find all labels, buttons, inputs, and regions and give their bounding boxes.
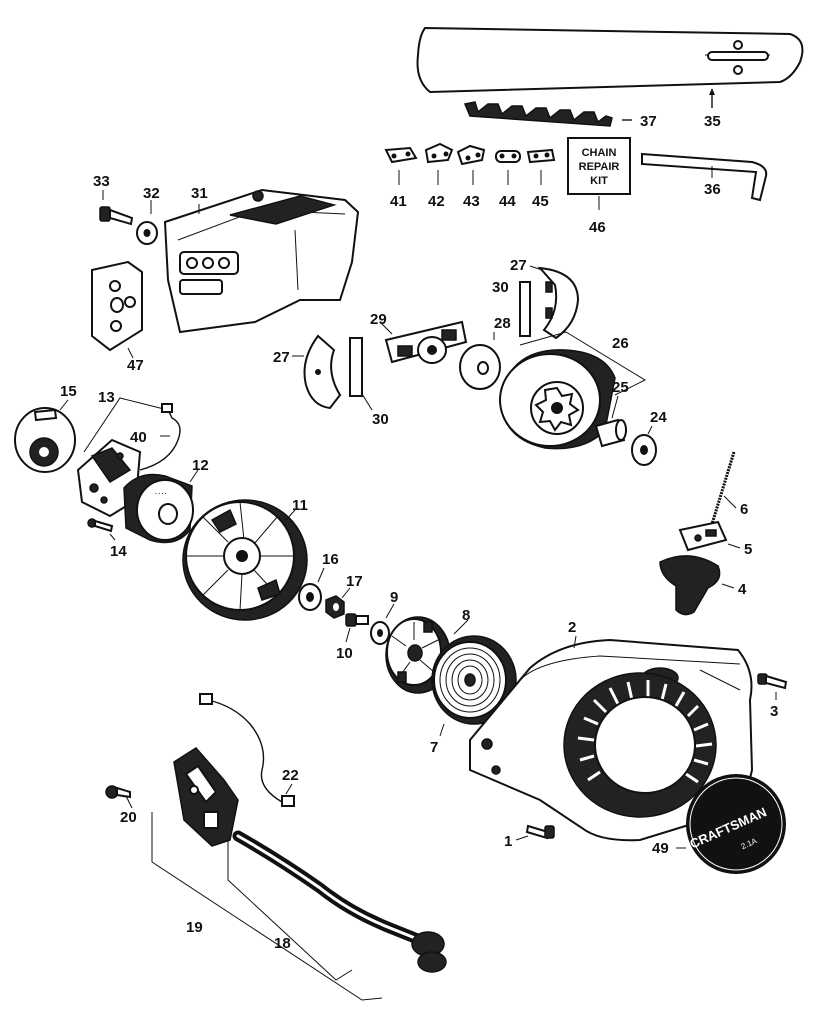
callout-16: 16 — [322, 551, 339, 568]
breaker-plate — [14, 407, 76, 473]
starter-housing — [469, 638, 754, 842]
switch-assembly — [173, 747, 239, 847]
chain-link-44 — [495, 150, 521, 163]
fuel-line — [232, 830, 447, 973]
kit-line-2: REPAIR — [579, 161, 620, 173]
callout-6: 6 — [740, 501, 748, 518]
callout-15: 15 — [60, 383, 77, 400]
callout-44: 44 — [499, 193, 516, 210]
nut-17 — [325, 595, 345, 619]
starter-handle — [659, 555, 721, 616]
callout-17: 17 — [346, 573, 363, 590]
clutch-spring-right — [519, 281, 531, 337]
washer-16 — [298, 583, 322, 611]
craftsman-badge: CRAFTSMAN 2.1A — [686, 774, 786, 874]
ignition-coil: . . . . — [123, 473, 194, 544]
callout-42: 42 — [428, 193, 445, 210]
kit-line-3: KIT — [590, 175, 608, 187]
side-cover — [163, 188, 360, 334]
screw-1 — [525, 824, 555, 840]
callout-26: 26 — [612, 335, 629, 352]
starter-stud — [345, 613, 369, 627]
callout-10: 10 — [336, 645, 353, 662]
callout-43: 43 — [463, 193, 480, 210]
callout-24: 24 — [650, 409, 667, 426]
saw-chain — [463, 101, 613, 127]
callout-45: 45 — [532, 193, 549, 210]
callout-47: 47 — [127, 357, 144, 374]
kit-line-1: CHAIN — [582, 147, 617, 159]
callout-11: 11 — [292, 497, 308, 514]
starter-pulley — [385, 616, 451, 694]
callout-1: 1 — [504, 833, 512, 850]
guide-plate — [91, 260, 143, 352]
flywheel — [182, 499, 308, 621]
screw-3 — [757, 673, 788, 690]
callout-7: 7 — [430, 739, 438, 756]
chain-repair-kit-box: CHAIN REPAIR KIT — [567, 137, 631, 195]
chain-link-45 — [526, 148, 556, 164]
washer-32 — [136, 221, 158, 245]
callout-36: 36 — [704, 181, 721, 198]
callout-22: 22 — [282, 767, 299, 784]
callout-25: 25 — [612, 379, 629, 396]
washer-9 — [370, 621, 390, 645]
lead-wire-40 — [139, 409, 181, 471]
callout-35: 35 — [704, 113, 721, 130]
callout-14: 14 — [110, 543, 127, 560]
clutch-drum — [499, 349, 616, 450]
callout-33: 33 — [93, 173, 110, 190]
callout-5: 5 — [744, 541, 752, 558]
rewind-spring — [431, 635, 517, 725]
guide-bar — [416, 26, 804, 94]
callout-20: 20 — [120, 809, 137, 826]
callout-8: 8 — [462, 607, 470, 624]
ground-wire — [199, 693, 295, 807]
callout-29: 29 — [370, 311, 387, 328]
clutch-shoe-right — [537, 266, 580, 340]
clutch-shoe-left — [303, 334, 342, 410]
wire-connector-40 — [161, 403, 173, 413]
screw-14 — [87, 518, 114, 533]
callout-2: 2 — [568, 619, 576, 636]
callout-49: 49 — [652, 840, 669, 857]
callout-37: 37 — [640, 113, 657, 130]
callout-30-left: 30 — [372, 411, 389, 428]
handle-insert — [678, 520, 728, 552]
screw-20 — [105, 785, 131, 799]
chain-link-42 — [424, 142, 454, 164]
clutch-spring-left — [349, 337, 363, 397]
callout-4: 4 — [738, 581, 747, 598]
callout-46: 46 — [589, 219, 606, 236]
washer-28 — [459, 344, 501, 390]
callout-28: 28 — [494, 315, 511, 332]
callout-30-right: 30 — [492, 279, 509, 296]
washer-24 — [631, 434, 657, 466]
callout-27-left: 27 — [273, 349, 290, 366]
callout-40: 40 — [130, 429, 147, 446]
starter-rope — [710, 451, 736, 525]
clutch-hub — [384, 320, 468, 364]
hex-wrench — [641, 152, 768, 202]
callout-3: 3 — [770, 703, 778, 720]
callout-32: 32 — [143, 185, 160, 202]
callout-31: 31 — [191, 185, 208, 202]
chain-link-41 — [384, 146, 418, 164]
callout-18: 18 — [274, 935, 291, 952]
screw-33 — [99, 206, 134, 226]
callout-27-right: 27 — [510, 257, 527, 274]
callout-9: 9 — [390, 589, 398, 606]
callout-12: 12 — [192, 457, 209, 474]
needle-bearing — [594, 418, 627, 448]
callout-19: 19 — [186, 919, 203, 936]
callout-41: 41 — [390, 193, 407, 210]
svg-text:. . . .: . . . . — [155, 490, 167, 496]
chain-link-43 — [456, 144, 486, 166]
callout-13: 13 — [98, 389, 115, 406]
